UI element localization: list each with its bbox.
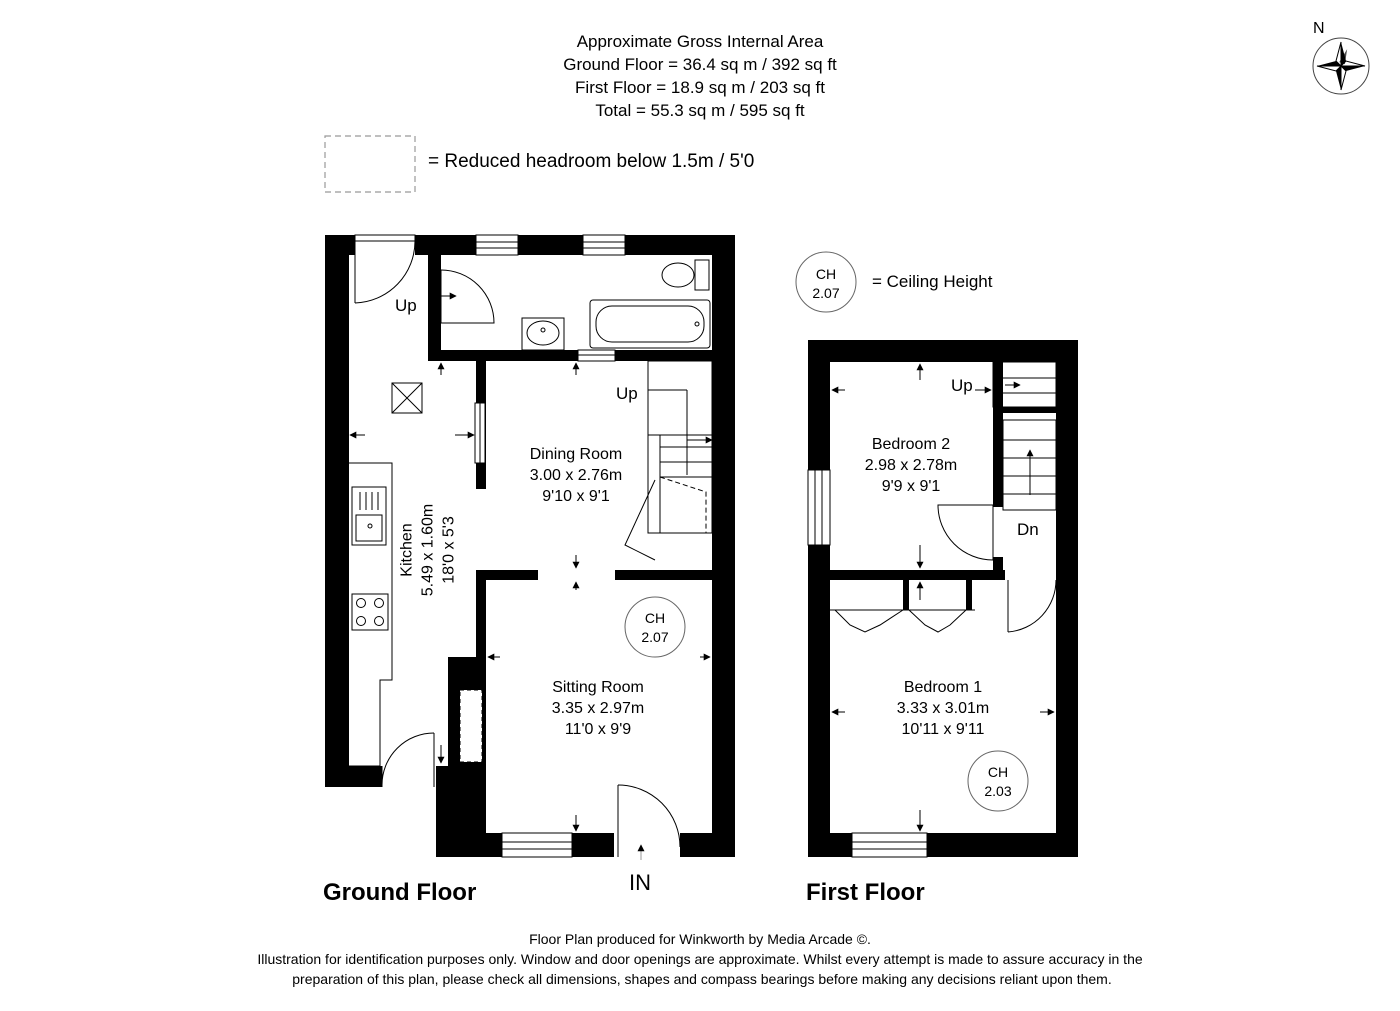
first-ch-label: CH bbox=[987, 764, 1009, 780]
sitting-room-name: Sitting Room bbox=[552, 679, 644, 696]
ground-floor-doors bbox=[354, 234, 681, 857]
bathroom-fixtures bbox=[521, 259, 711, 351]
reduced-headroom-legend: = Reduced headroom below 1.5m / 5'0 bbox=[428, 151, 755, 172]
ground-ch-label: CH bbox=[644, 610, 666, 626]
sitting-room-label: Sitting Room 3.35 x 2.97m 11'0 x 9'9 bbox=[552, 677, 645, 740]
bedroom-1-imperial: 10'11 x 9'11 bbox=[901, 721, 985, 738]
kitchen-fixtures bbox=[349, 382, 483, 767]
first-floor-windows bbox=[807, 469, 928, 858]
first-floor-title: First Floor bbox=[806, 879, 925, 906]
ground-floor-title: Ground Floor bbox=[323, 879, 477, 906]
first-floor-dimension-arrows bbox=[831, 363, 1055, 832]
bedroom-1-label: Bedroom 1 3.33 x 3.01m 10'11 x 9'11 bbox=[897, 677, 990, 740]
first-floor-fixtures bbox=[830, 361, 1057, 633]
footer-disclaimer-2: preparation of this plan, please check a… bbox=[292, 971, 1112, 987]
first-ceiling-height-circle bbox=[967, 750, 1029, 812]
landing-down-label: Dn bbox=[1017, 520, 1039, 539]
compass-rose-icon bbox=[1312, 37, 1370, 95]
ground-floor-windows bbox=[474, 234, 626, 858]
dining-room-imperial: 9'10 x 9'1 bbox=[542, 488, 610, 505]
entrance-label: IN bbox=[629, 870, 651, 895]
legend-ch-value: 2.07 bbox=[812, 285, 840, 301]
bedroom-2-imperial: 9'9 x 9'1 bbox=[881, 478, 941, 495]
compass-north-label: N bbox=[1313, 20, 1325, 37]
bedroom-2-label: Bedroom 2 2.98 x 2.78m 9'9 x 9'1 bbox=[865, 434, 958, 497]
kitchen-metric: 5.49 x 1.60m bbox=[419, 503, 437, 597]
reduced-headroom-legend-box bbox=[324, 135, 416, 193]
ground-floor-stairs bbox=[647, 360, 713, 534]
first-ch-value: 2.03 bbox=[984, 783, 1012, 799]
ceiling-height-legend: = Ceiling Height bbox=[872, 272, 993, 291]
landing-up-label: Up bbox=[951, 376, 973, 395]
kitchen-imperial: 18'0 x 5'3 bbox=[440, 516, 458, 584]
footer-disclaimer-1: Illustration for identification purposes… bbox=[257, 951, 1143, 967]
area-title: Approximate Gross Internal Area bbox=[576, 32, 824, 51]
first-floor-walls bbox=[808, 340, 1078, 857]
first-floor-area: First Floor = 18.9 sq m / 203 sq ft bbox=[575, 78, 825, 97]
ground-ch-value: 2.07 bbox=[641, 629, 669, 645]
sitting-room-metric: 3.35 x 2.97m bbox=[551, 700, 645, 717]
footer-credit: Floor Plan produced for Winkworth by Med… bbox=[529, 931, 871, 947]
ground-floor-dimension-arrows bbox=[349, 292, 711, 860]
bedroom-1-name: Bedroom 1 bbox=[903, 679, 983, 696]
bedroom-2-name: Bedroom 2 bbox=[871, 436, 951, 453]
bedroom-1-metric: 3.33 x 3.01m bbox=[896, 700, 990, 717]
kitchen-name: Kitchen bbox=[398, 523, 416, 577]
dining-room-metric: 3.00 x 2.76m bbox=[529, 467, 623, 484]
ground-floor-area: Ground Floor = 36.4 sq m / 392 sq ft bbox=[563, 55, 837, 74]
sitting-room-imperial: 11'0 x 9'9 bbox=[564, 721, 632, 738]
ceiling-height-legend-circle bbox=[795, 251, 857, 313]
hall-up-label: Up bbox=[395, 296, 417, 315]
kitchen-label: Kitchen 5.49 x 1.60m 18'0 x 5'3 bbox=[397, 504, 460, 597]
stairs-up-label: Up bbox=[616, 384, 638, 403]
dining-room-name: Dining Room bbox=[529, 446, 623, 463]
total-area: Total = 55.3 sq m / 595 sq ft bbox=[595, 101, 805, 120]
ground-ceiling-height-circle bbox=[624, 596, 686, 658]
dining-room-label: Dining Room 3.00 x 2.76m 9'10 x 9'1 bbox=[530, 444, 623, 507]
legend-ch-label: CH bbox=[815, 266, 837, 282]
bedroom-2-metric: 2.98 x 2.78m bbox=[864, 457, 958, 474]
